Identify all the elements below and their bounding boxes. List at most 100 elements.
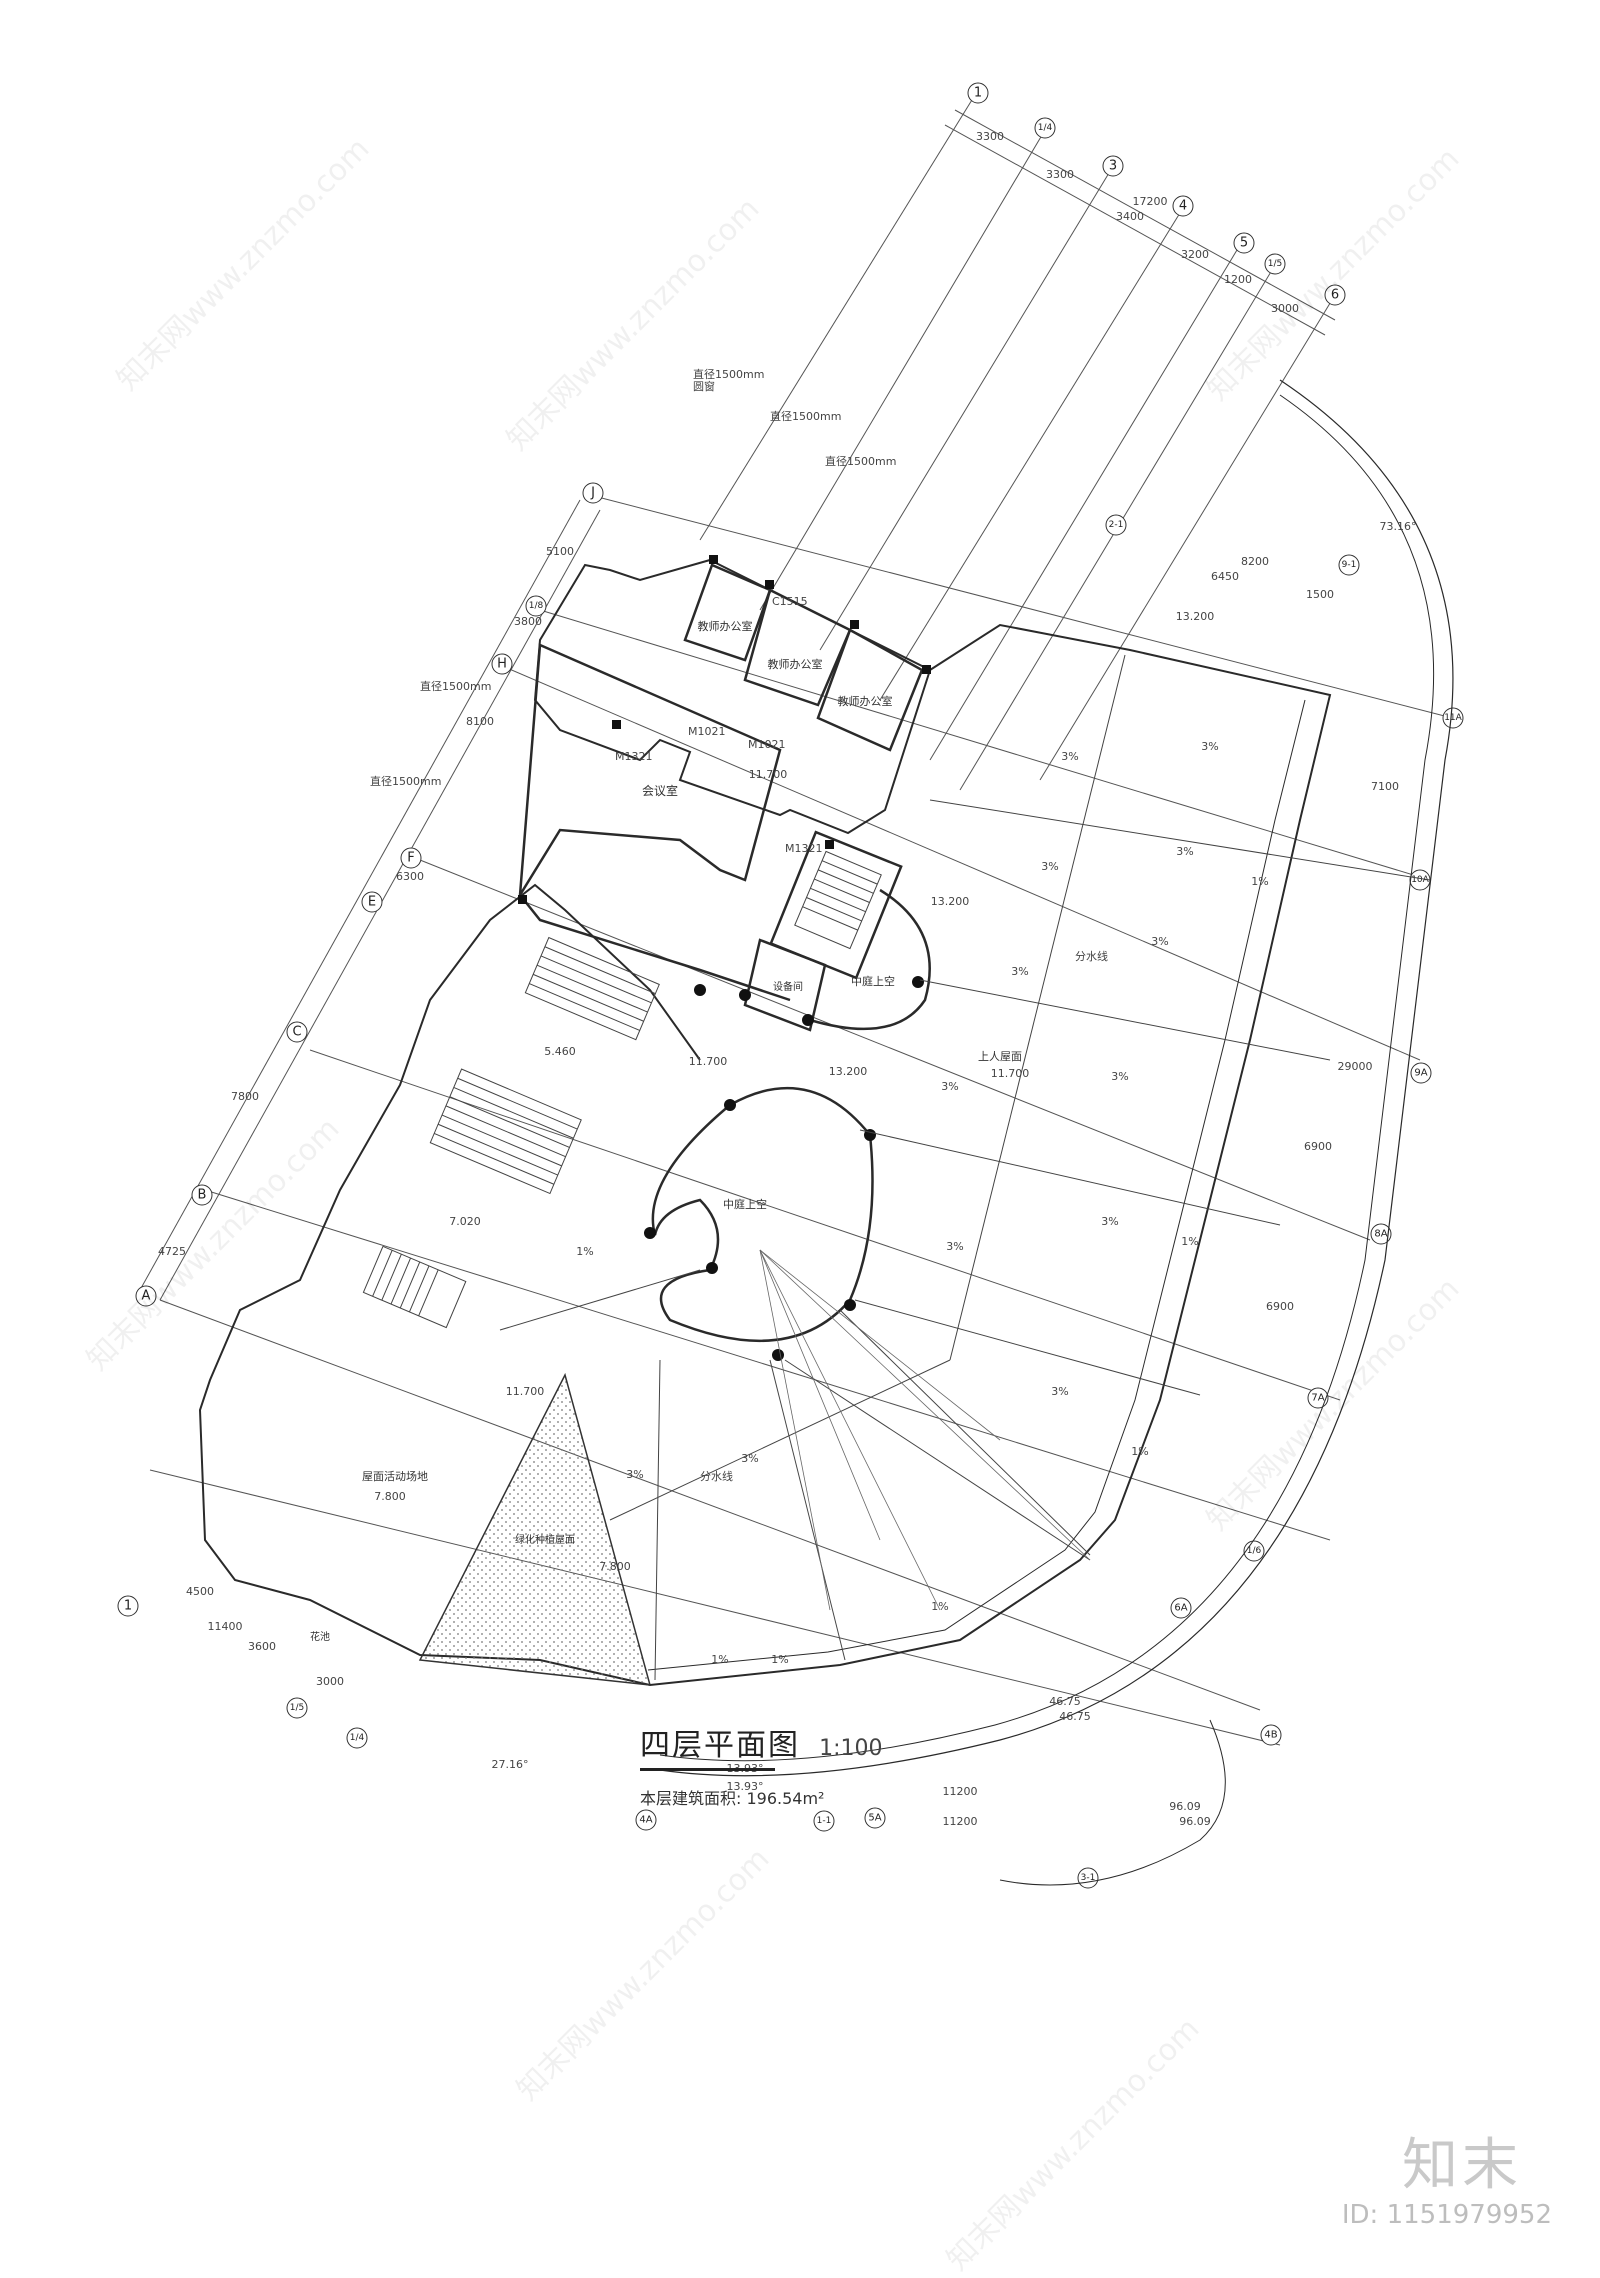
ridge-note: 分水线 [1075,949,1108,963]
elevation: 11.700 [689,1055,728,1068]
axis-label: 4A [639,1815,652,1826]
axis-label: E [368,895,376,910]
dimension: 7800 [231,1090,259,1103]
dimension: 6900 [1304,1140,1332,1153]
dimension: 7100 [1371,780,1399,793]
dimension: 46.75 [1049,1695,1081,1708]
dimension: 11200 [943,1815,978,1828]
axis-label: A [142,1289,151,1304]
axis-label: 5A [868,1813,881,1824]
brand-id: ID: 1151979952 [1341,2200,1552,2230]
axis-label: C [292,1025,301,1040]
dimension: 3300 [1046,168,1074,181]
slope-mark: 3% [1051,1385,1068,1398]
slope-mark: 3% [1061,750,1078,763]
axis-bubbles [117,82,1464,1889]
slope-mark: 3% [946,1240,963,1253]
title-block: 四层平面图 1:100 本层建筑面积: 196.54m² [640,1720,1240,1809]
axis-label: 1/5 [1268,259,1282,269]
door-note: M1021 [748,738,786,751]
axis-label: 1/4 [1038,123,1053,133]
dimension: 3300 [976,130,1004,143]
slope-mark: 3% [1201,740,1218,753]
slope-mark: 1% [711,1653,728,1666]
dimension: 8200 [1241,555,1269,568]
dimension: 11400 [208,1620,243,1633]
room-label: 教师办公室 [838,694,893,708]
axis-label: 3 [1109,159,1117,174]
roof-divisions [499,654,1431,1681]
dimension: 8100 [466,715,494,728]
window-note: 直径1500mm [420,679,491,693]
dimension: 1200 [1224,273,1252,286]
elevation: 11.700 [991,1067,1030,1080]
slope-mark: 1% [1181,1235,1198,1248]
dimension: 27.16° [492,1758,529,1771]
slope-mark: 3% [741,1452,758,1465]
building-outline [198,379,1454,1886]
dimension: 73.16° [1380,520,1417,533]
room-label: 屋面活动场地 [362,1469,428,1483]
room-label: 上人屋面 [978,1050,1022,1063]
elevation: 7.800 [599,1560,631,1573]
room-label: 中庭上空 [851,974,895,988]
axis-label: J [590,486,595,501]
axis-label: 1 [124,1599,132,1614]
slope-mark: 1% [1131,1445,1148,1458]
room-label: 中庭上空 [723,1197,767,1211]
ridge-note: 分水线 [700,1469,733,1483]
stairs [362,850,882,1329]
elevation: 5.460 [544,1045,576,1058]
axis-label: F [407,851,414,866]
dimension: 3200 [1181,248,1209,261]
dimension: 96.09 [1169,1800,1201,1813]
slope-mark: 3% [1176,845,1193,858]
office-walls [518,563,924,1032]
axis-label: 1/4 [350,1733,365,1743]
axis-label: 11A [1444,713,1462,723]
dimension: 6300 [396,870,424,883]
columns [518,555,931,1361]
courtyard-voids [651,888,931,1343]
drainage-lines [759,1249,1091,1611]
green-roof-hatch [418,1372,652,1686]
axis-label: 9-1 [1342,560,1357,570]
dimension: 13.93° [727,1780,764,1793]
slope-mark: 1% [576,1245,593,1258]
elevation: 11.700 [506,1385,545,1398]
slope-mark: 3% [1011,965,1028,978]
drawing-scale: 1:100 [819,1736,883,1761]
slope-mark: 1% [771,1653,788,1666]
door-note: M1321 [615,750,653,763]
dimension: 96.09 [1179,1815,1211,1828]
room-label: 绿化种植屋面 [515,1533,575,1546]
dimension: 11200 [943,1785,978,1798]
dimension: 17200 [1133,195,1168,208]
window-note: 圆窗 [693,379,715,393]
elevation: 13.200 [931,895,970,908]
dimension: 4725 [158,1245,186,1258]
slope-mark: 3% [1151,935,1168,948]
dimension: 3600 [248,1640,276,1653]
window-note: 直径1500mm [370,774,441,788]
drawing-title: 四层平面图 [640,1728,800,1763]
brand-logo: 知末 [1402,2133,1522,2198]
dimension: 3400 [1116,210,1144,223]
floor-area: 本层建筑面积: 196.54m² [640,1789,825,1808]
slope-mark: 3% [1101,1215,1118,1228]
room-label: 会议室 [642,783,678,798]
door-note: M1021 [688,725,726,738]
door-note: M1321 [785,842,823,855]
elevation: 7.800 [374,1490,406,1503]
dimension: 5100 [546,545,574,558]
dimension: 46.75 [1059,1710,1091,1723]
dimension: 1500 [1306,588,1334,601]
elevation: 7.020 [449,1215,481,1228]
elevation: 13.200 [1176,610,1215,623]
slope-mark: 1% [931,1600,948,1613]
axis-label: 1/8 [529,601,544,611]
axis-label: 4 [1179,199,1187,214]
axis-label: 2-1 [1109,520,1124,530]
window-note: 直径1500mm [770,409,841,423]
slope-mark: 3% [626,1468,643,1481]
